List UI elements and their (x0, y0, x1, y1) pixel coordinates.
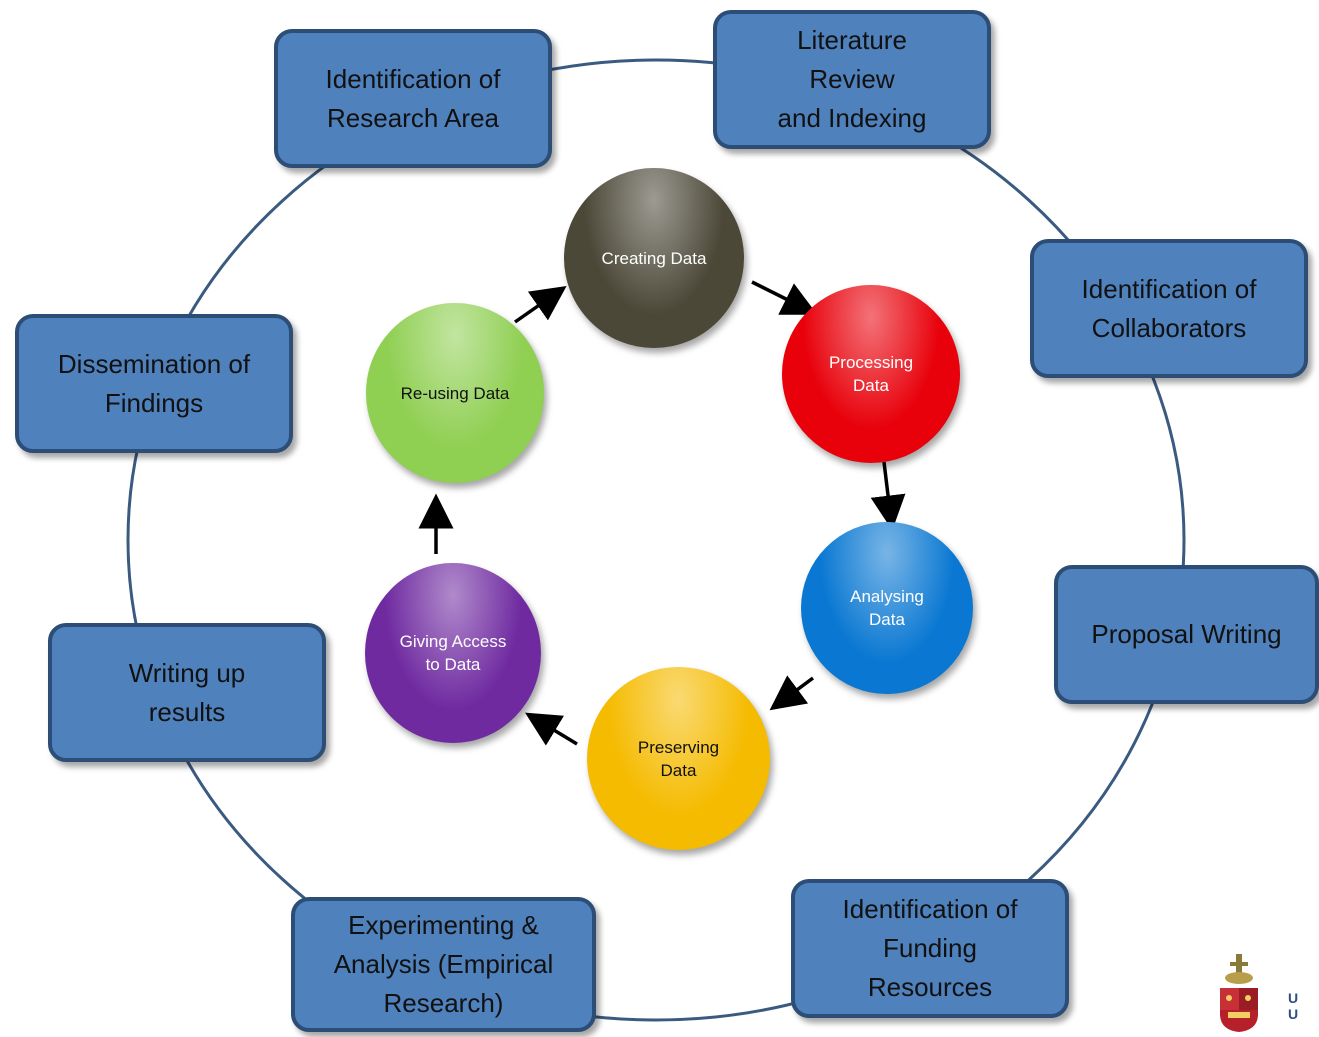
inner-step-analysing-data: Analysing Data (801, 522, 973, 694)
inner-step-processing-data: Processing Data (782, 285, 960, 463)
university-crest-logo: U U (1214, 952, 1319, 1032)
reusing-data-label: Re-using Data (400, 383, 510, 403)
outer-step-literature-review: Literature Review and Indexing (713, 10, 991, 149)
inner-step-reusing-data: Re-using Data (366, 303, 544, 483)
preserving-data-label: Preserving Data (637, 737, 720, 780)
arrow-processing-to-analysing (870, 461, 906, 531)
outer-step-proposal-writing: Proposal Writing (1054, 565, 1319, 704)
crest-text: U U (1288, 990, 1299, 1022)
inner-cycle-arrows (418, 280, 906, 746)
giving-access-label: Giving Access to Data (399, 632, 507, 674)
arrow-creating-to-processing (751, 280, 818, 315)
outer-step-funding-resources: Identification of Funding Resources (791, 879, 1069, 1018)
inner-step-creating-data: Creating Data (564, 168, 744, 348)
arrow-analysing-to-preserving (769, 675, 815, 711)
outer-cycle-ring (126, 58, 1186, 1022)
inner-step-preserving-data: Preserving Data (587, 667, 770, 850)
outer-step-writing-up: Writing up results (48, 623, 326, 762)
outer-step-collaborators: Identification of Collaborators (1030, 239, 1308, 378)
processing-data-label: Processing Data (828, 353, 914, 395)
arrow-preserving-to-giving (525, 712, 578, 746)
outer-step-research-area: Identification of Research Area (274, 29, 552, 168)
crest-icon (1220, 954, 1258, 1032)
arrow-reusing-to-creating (513, 285, 567, 324)
outer-step-experimenting-analysis: Experimenting & Analysis (Empirical Rese… (291, 897, 596, 1032)
creating-data-label: Creating Data (601, 248, 707, 268)
analysing-data-label: Analysing Data (850, 587, 924, 629)
outer-step-dissemination: Dissemination of Findings (15, 314, 293, 453)
inner-step-giving-access: Giving Access to Data (365, 563, 541, 743)
